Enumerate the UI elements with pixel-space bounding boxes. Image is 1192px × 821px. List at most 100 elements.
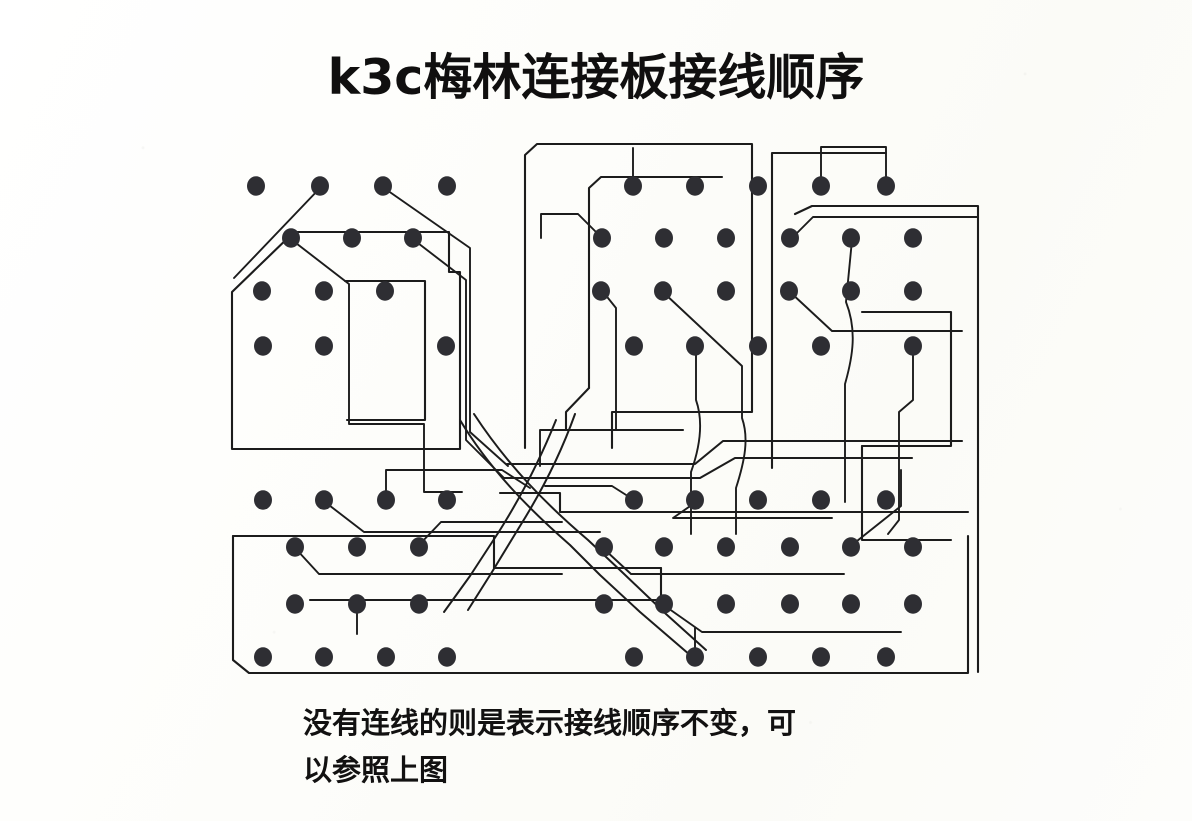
pad-r7c2 <box>348 594 366 614</box>
pad-r4c3 <box>437 336 455 356</box>
pad-r8c4 <box>438 647 456 667</box>
pad-r6c7 <box>781 537 799 557</box>
wire-r5c2-run <box>324 501 601 533</box>
wire-r2c7-right <box>789 216 979 241</box>
pad-r3c3 <box>376 281 394 301</box>
pad-r2c8 <box>842 228 860 248</box>
pad-r8c3 <box>377 647 395 667</box>
pad-r1c8 <box>812 176 830 196</box>
wire-r1c2-to-left <box>233 187 321 279</box>
pad-r1c2 <box>311 176 329 196</box>
pad-r7c7 <box>781 594 799 614</box>
wire-r7c5-right <box>664 605 902 633</box>
pad-r3c5 <box>654 281 672 301</box>
wire-r6c3-up <box>418 521 563 546</box>
pad-r5c8 <box>812 490 830 510</box>
pad-r7c1 <box>286 594 304 614</box>
board-right-inner2 <box>860 444 953 542</box>
board-center-inner-bottom <box>564 386 685 432</box>
pad-r8c7 <box>749 647 767 667</box>
pad-r1c9 <box>877 176 895 196</box>
pad-r3c2 <box>315 281 333 301</box>
pad-r4c8 <box>904 336 922 356</box>
board-center-inner <box>587 175 724 390</box>
pad-r4c6 <box>749 336 767 356</box>
pad-r5c3 <box>377 490 395 510</box>
pad-r5c4 <box>438 490 456 510</box>
board-right-inner <box>860 310 953 448</box>
wire-r4c8-down <box>887 347 914 535</box>
pad-r4c5 <box>686 336 704 356</box>
pad-r3c7 <box>780 281 798 301</box>
pad-r8c2 <box>315 647 333 667</box>
wire-bundle-crossing <box>443 413 707 656</box>
board-bottom-left-top <box>231 534 663 570</box>
pad-r1c1 <box>247 176 265 196</box>
bundle-wire-1 <box>459 419 691 656</box>
pad-r8c5 <box>625 647 643 667</box>
pad-r2c3 <box>404 228 422 248</box>
pad-r1c6 <box>686 176 704 196</box>
wire-r5c3-up <box>385 469 531 501</box>
diagram-caption: 没有连线的则是表示接线顺序不变，可 以参照上图 <box>303 700 963 794</box>
wire-r1c3-run <box>383 187 509 467</box>
board-right-upper <box>770 151 888 470</box>
pad-r6c4 <box>595 537 613 557</box>
wire-r2c1-run <box>291 239 463 493</box>
pad-r4c7 <box>812 336 830 356</box>
pad-r8c8 <box>812 647 830 667</box>
wire-traces <box>233 146 979 656</box>
pad-r7c3 <box>410 594 428 614</box>
pad-r3c6 <box>717 281 735 301</box>
wire-r2c4-step <box>540 213 603 239</box>
caption-line-1: 没有连线的则是表示接线顺序不变，可 <box>303 706 797 740</box>
wire-r3c5-bundle <box>663 292 747 535</box>
board-outlines <box>230 142 980 675</box>
wire-r6c8-upright <box>851 469 902 546</box>
pad-r2c4 <box>593 228 611 248</box>
wire-r2c3-run <box>413 239 505 479</box>
pad-r2c6 <box>717 228 735 248</box>
board-right-outer <box>793 204 980 674</box>
pad-r6c9 <box>904 537 922 557</box>
pad-r6c5 <box>655 537 673 557</box>
wire-r5c6-left <box>672 501 833 519</box>
pad-r2c2 <box>343 228 361 248</box>
pad-r2c9 <box>904 228 922 248</box>
pad-r5c5 <box>625 490 643 510</box>
pad-r8c9 <box>877 647 895 667</box>
pad-r7c5 <box>655 594 673 614</box>
pad-r2c1 <box>282 228 300 248</box>
pad-r1c5 <box>624 176 642 196</box>
pad-r5c7 <box>749 490 767 510</box>
pad-r6c3 <box>410 537 428 557</box>
rail-center-a <box>505 439 964 466</box>
wire-r2c8-wave <box>844 239 854 503</box>
wire-r3c4-down <box>539 292 617 467</box>
pad-r3c4 <box>592 281 610 301</box>
wire-r3c7-step <box>789 291 963 332</box>
pad-r2c5 <box>655 228 673 248</box>
pad-r6c1 <box>286 537 304 557</box>
pad-r2c7 <box>781 228 799 248</box>
pad-r8c1 <box>254 647 272 667</box>
pad-r7c9 <box>904 594 922 614</box>
pad-r5c1 <box>254 490 272 510</box>
pad-r5c6 <box>686 490 704 510</box>
caption-line-2: 以参照上图 <box>303 753 449 787</box>
bundle-wire-4 <box>467 413 576 611</box>
pad-r6c2 <box>348 537 366 557</box>
pad-r1c3 <box>374 176 392 196</box>
rail-center-b <box>501 456 914 480</box>
wire-r6c4-right <box>603 548 845 575</box>
board-center-upper <box>523 142 754 450</box>
pad-r7c8 <box>842 594 860 614</box>
wire-r4c5-bundle <box>690 347 702 535</box>
page-title: k3c梅林连接板接线顺序 <box>327 49 865 106</box>
board-left-upper-inner <box>343 279 427 422</box>
pad-r5c2 <box>315 490 333 510</box>
bundle-wire-2 <box>473 413 707 651</box>
rail-center-c <box>498 491 970 514</box>
